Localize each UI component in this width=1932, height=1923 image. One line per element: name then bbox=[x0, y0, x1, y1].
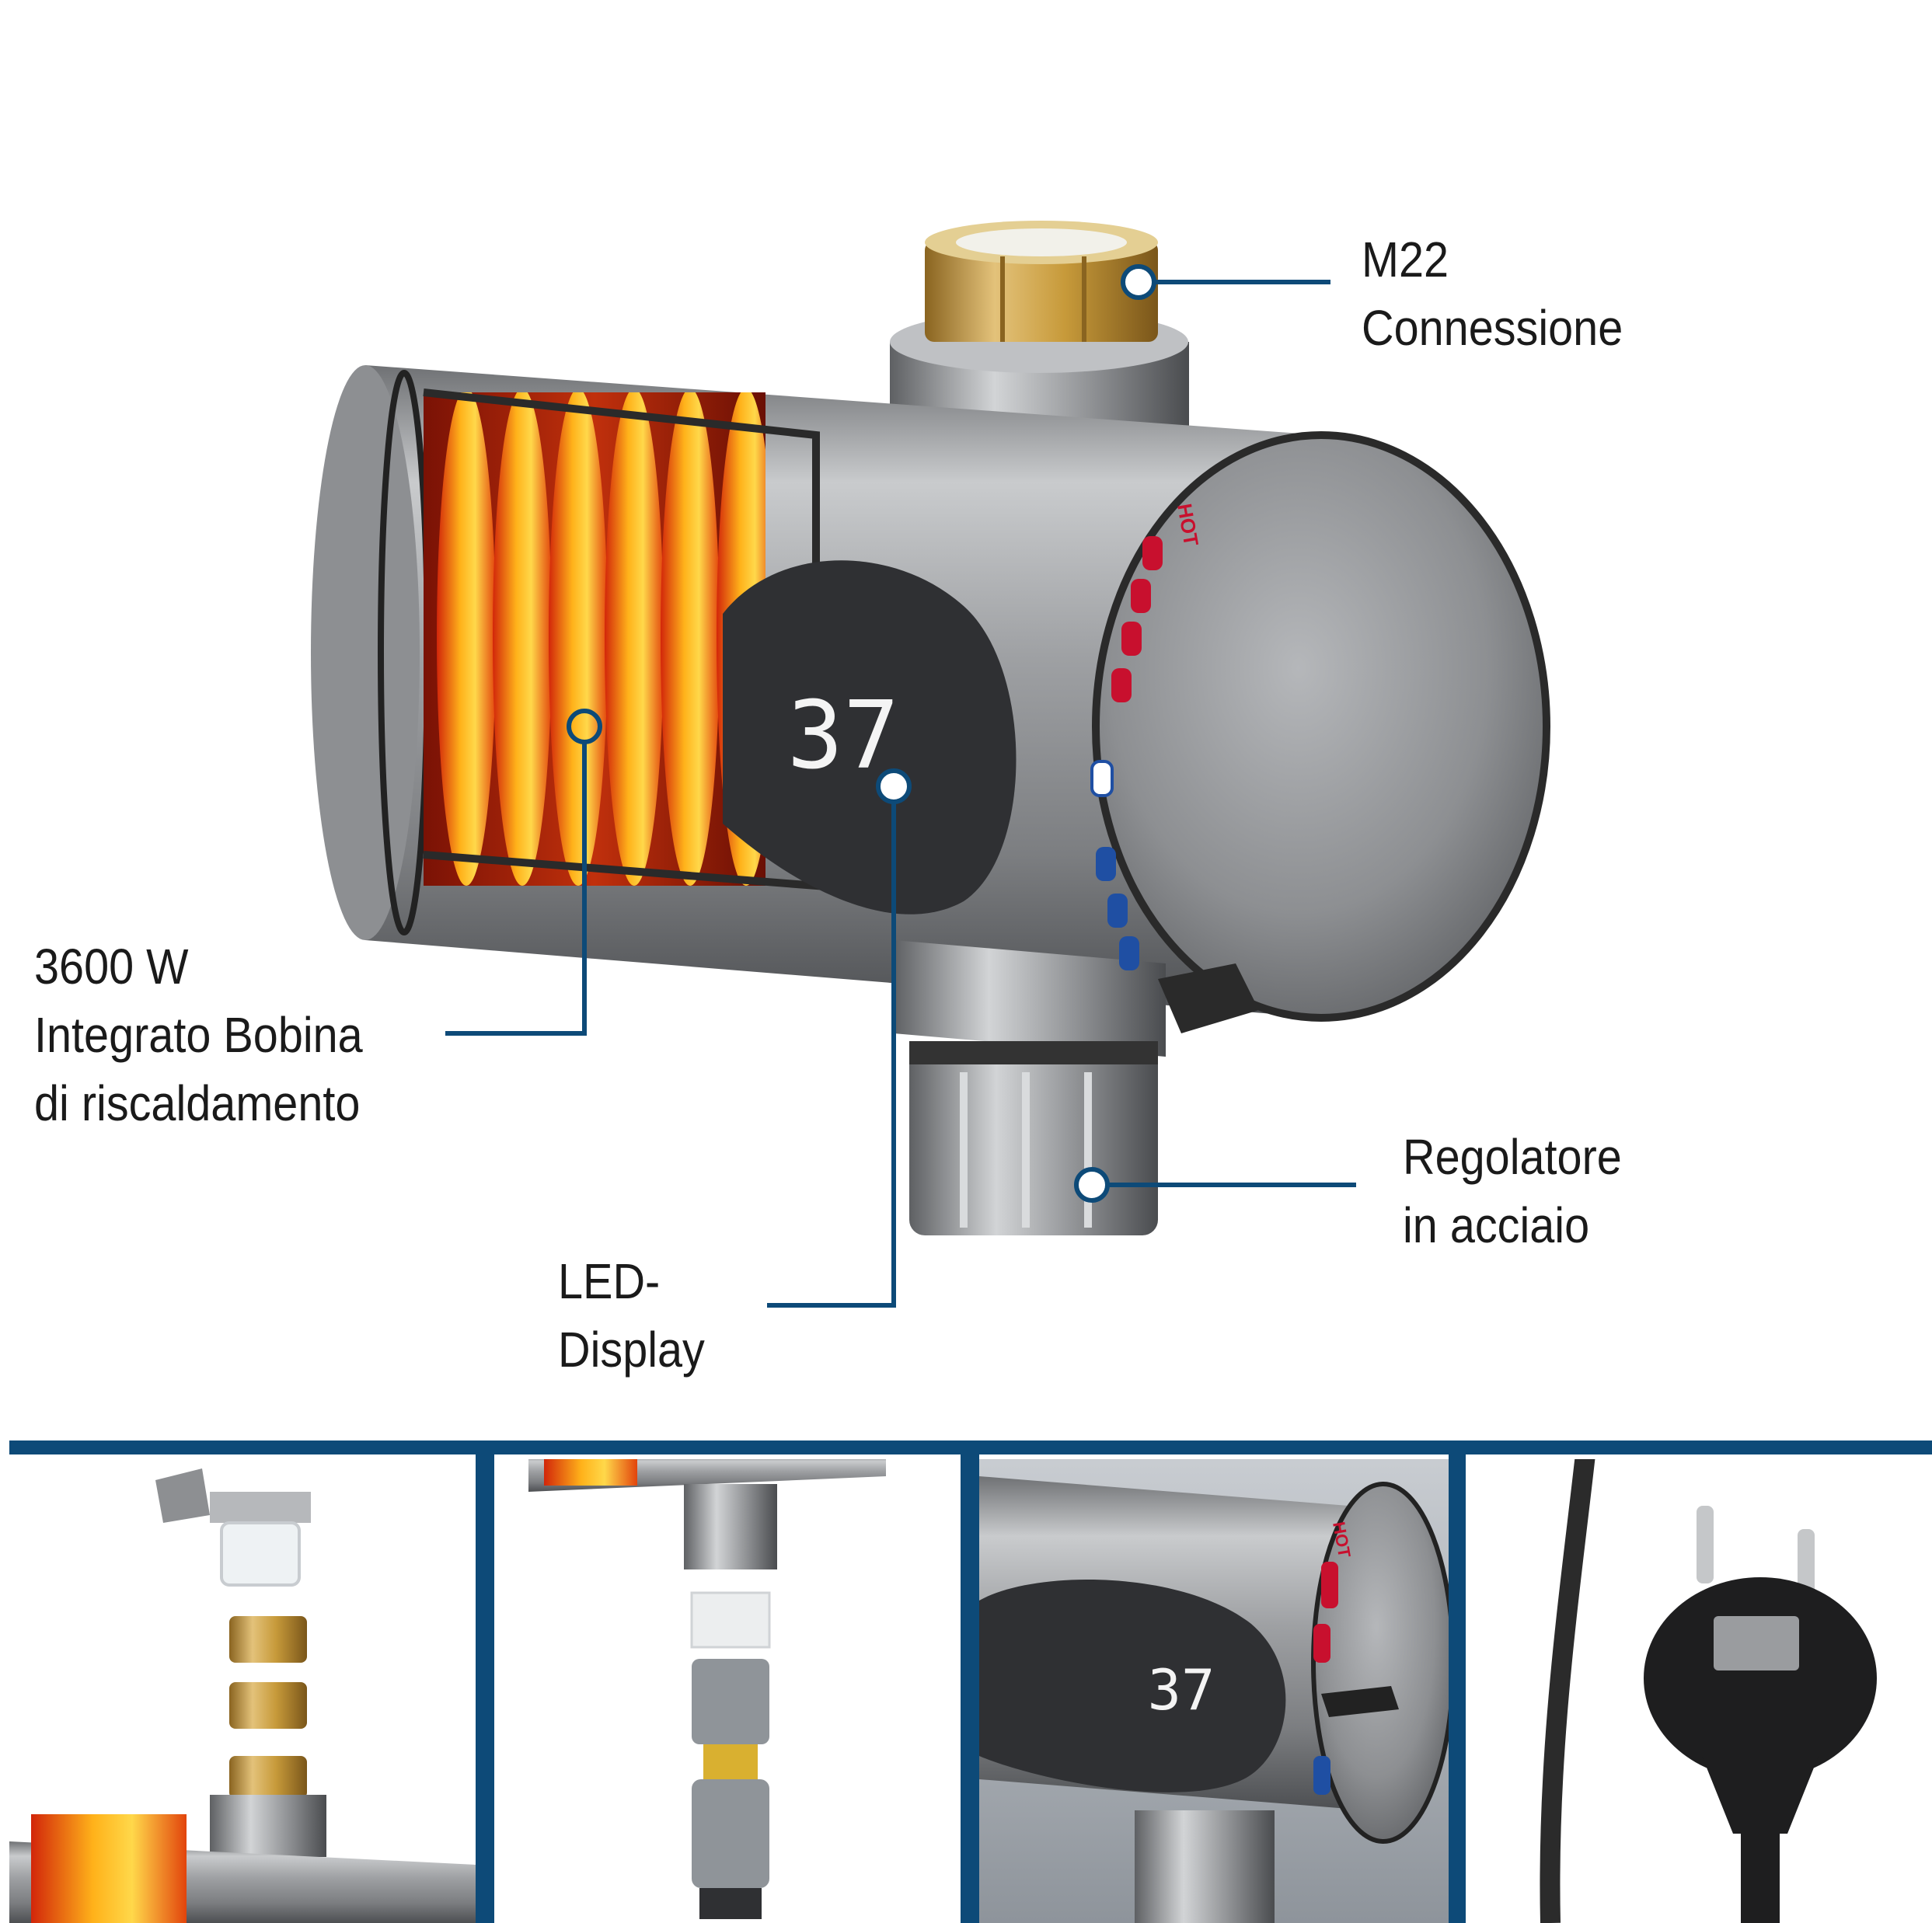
callout-dot-m22 bbox=[1121, 264, 1156, 300]
thumbnail-hose-adapter bbox=[494, 1459, 961, 1923]
coil-ring bbox=[605, 392, 664, 886]
led-display-temperature: 37 bbox=[787, 682, 900, 790]
coil-ring bbox=[661, 392, 720, 886]
scale-segment bbox=[1131, 579, 1151, 613]
coil-ring bbox=[549, 392, 608, 886]
callout-led-line2: Display bbox=[558, 1322, 705, 1378]
temperature-scale bbox=[1090, 536, 1163, 970]
hose-adapter-icon bbox=[692, 1659, 769, 1919]
callout-m22-line1: M22 bbox=[1362, 232, 1449, 287]
callout-coil-line3: di riscaldamento bbox=[34, 1075, 361, 1131]
panel3-display-temperature: 37 bbox=[1148, 1657, 1215, 1723]
scale-segment bbox=[1096, 847, 1116, 881]
temperature-knob-lever bbox=[1158, 963, 1259, 1033]
scale-segment bbox=[1121, 622, 1142, 656]
callout-heating-coil: 3600 W Integrato Bobina di riscaldamento bbox=[34, 932, 363, 1137]
brass-nut-icon bbox=[925, 221, 1158, 342]
scale-segment bbox=[1090, 760, 1114, 797]
callout-m22-connection: M22 Connessione bbox=[1362, 225, 1623, 362]
coil-ring bbox=[437, 392, 496, 886]
callout-regulator-line2: in acciaio bbox=[1403, 1197, 1590, 1253]
scale-segment bbox=[1111, 668, 1132, 702]
heating-coil-icon bbox=[424, 392, 765, 886]
power-plug-icon bbox=[1644, 1506, 1877, 1923]
callout-dot-regulator bbox=[1074, 1167, 1110, 1203]
coil-ring bbox=[493, 392, 552, 886]
thumbnail-adapters bbox=[9, 1459, 476, 1923]
callout-m22-line2: Connessione bbox=[1362, 300, 1623, 356]
callout-lines bbox=[445, 264, 1356, 1308]
thumbnail-power-plug bbox=[1466, 1459, 1932, 1923]
callout-dot-led bbox=[876, 768, 912, 804]
scale-segment bbox=[1142, 536, 1163, 570]
callout-coil-line2: Integrato Bobina bbox=[34, 1007, 363, 1063]
steel-regulator bbox=[909, 1041, 1158, 1235]
callout-led-display: LED- Display bbox=[558, 1247, 705, 1384]
scale-segment bbox=[1107, 894, 1128, 928]
brass-nut-icon bbox=[229, 1616, 307, 1799]
callout-steel-regulator: Regolatore in acciaio bbox=[1403, 1123, 1622, 1259]
callout-led-line1: LED- bbox=[558, 1253, 661, 1309]
thumbnail-strip: 37 HOT bbox=[9, 1441, 1932, 1923]
thumbnail-display-closeup: 37 HOT bbox=[979, 1459, 1449, 1923]
callout-regulator-line1: Regolatore bbox=[1403, 1129, 1622, 1185]
callout-coil-line1: 3600 W bbox=[34, 939, 189, 995]
scale-segment bbox=[1119, 936, 1139, 970]
water-heater-tap: 37 HOT bbox=[311, 221, 1550, 1235]
